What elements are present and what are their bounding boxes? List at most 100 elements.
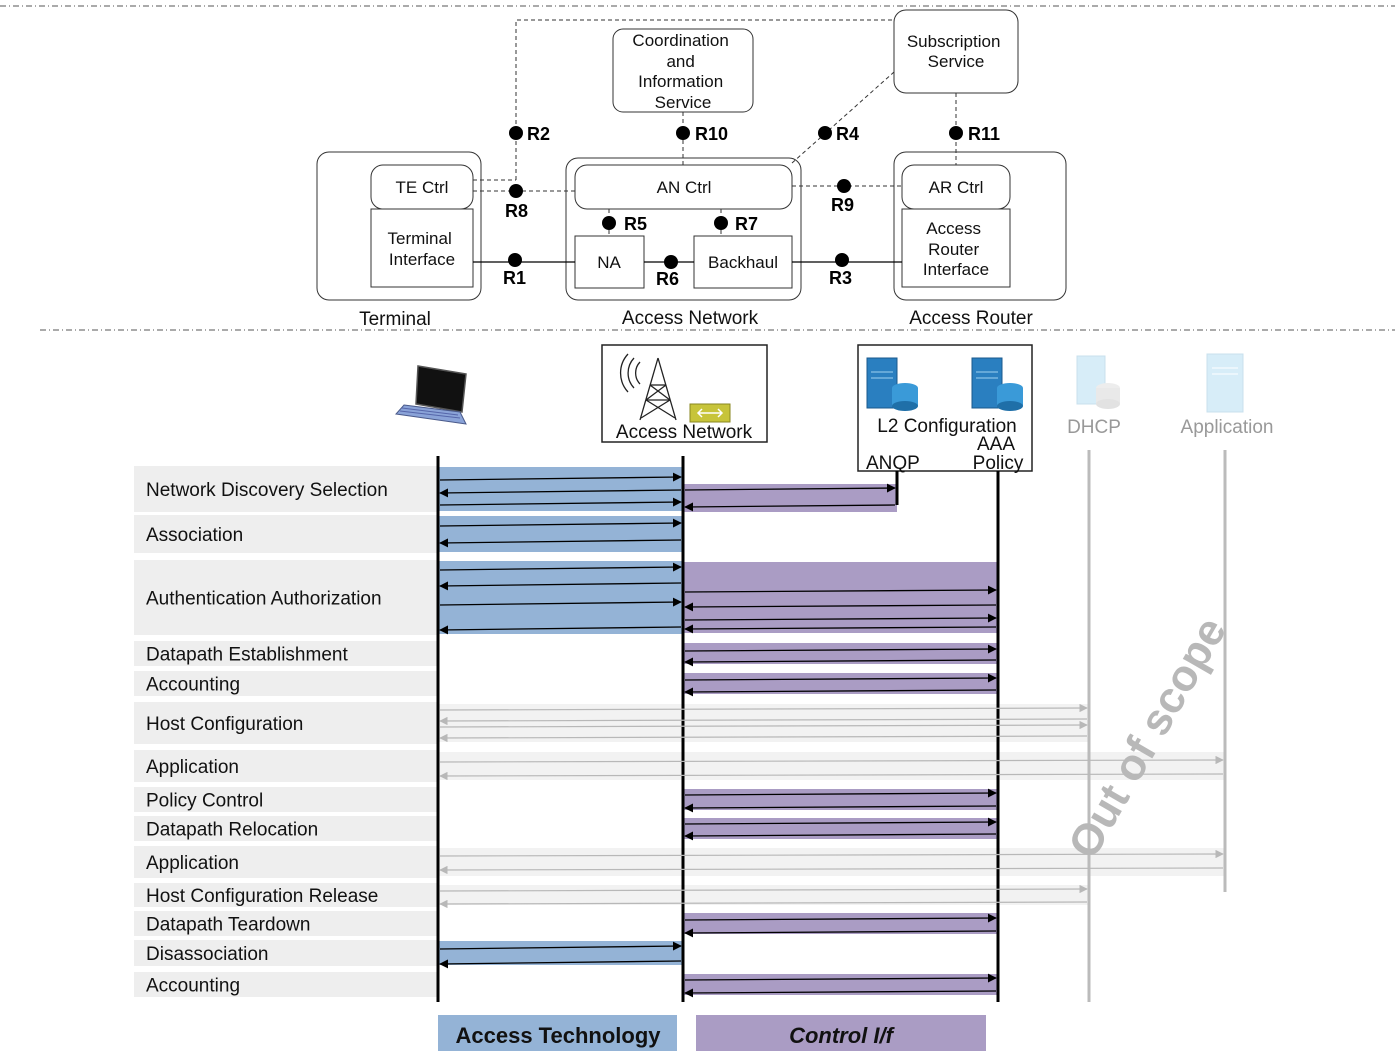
row-label: Host Configuration Release <box>146 886 378 907</box>
svg-text:R8: R8 <box>505 201 528 221</box>
message-arrow <box>439 597 682 607</box>
row-label-bg <box>134 940 438 966</box>
out-of-scope-arrow <box>439 771 1224 781</box>
svg-text:R6: R6 <box>656 269 679 289</box>
r2-point: R2 <box>509 124 550 144</box>
row-label-bg <box>134 750 438 782</box>
out-of-scope-arrow <box>439 716 1088 726</box>
policy-label: Policy <box>973 453 1024 474</box>
message-arrow <box>439 581 682 591</box>
message-arrow <box>684 913 997 923</box>
terminal-group-label: Terminal <box>359 309 431 330</box>
terminal-interface-box <box>370 208 474 288</box>
message-arrow <box>684 973 997 983</box>
row-label: Disassociation <box>146 944 269 965</box>
access-network-entity-box <box>601 344 768 443</box>
message-arrow <box>439 518 682 528</box>
row-label-bg <box>134 560 438 635</box>
row-label-bg <box>134 702 438 744</box>
row-label: Network Discovery Selection <box>146 480 388 501</box>
out-of-scope-arrow <box>439 733 1088 743</box>
message-arrow <box>684 624 997 634</box>
ar-ctrl-label: AR Ctrl <box>929 178 984 197</box>
message-arrow <box>684 613 997 623</box>
na-label: NA <box>597 253 621 272</box>
out-of-scope-arrow <box>439 703 1088 713</box>
terminal-interface-label: Terminal Interface <box>388 229 457 269</box>
message-arrow <box>684 788 997 798</box>
legend-control-if-label: Control I/f <box>789 1023 896 1048</box>
row-label: Host Configuration <box>146 714 303 735</box>
message-arrow <box>684 928 997 938</box>
laptop-icon <box>395 365 467 425</box>
aaa-label: AAA <box>977 434 1015 455</box>
out-of-scope-band <box>438 704 1089 742</box>
legend-control-if-swatch <box>696 1015 986 1051</box>
access-network-entity-label: Access Network <box>616 422 753 443</box>
row-labels: Network Discovery SelectionAssociationAu… <box>146 480 388 997</box>
row-label-bg <box>134 787 438 812</box>
radio-tower-icon <box>619 353 677 421</box>
row-label-bg <box>134 972 438 997</box>
svg-text:R7: R7 <box>735 214 758 234</box>
switch-icon <box>689 403 731 423</box>
message-arrow <box>684 803 997 813</box>
application-entity-label: Application <box>1181 417 1274 438</box>
row-label: Datapath Relocation <box>146 820 318 841</box>
r7-point: R7 <box>714 214 758 234</box>
message-arrow <box>684 502 896 512</box>
out-of-scope-band <box>438 848 1225 876</box>
r11-point: R11 <box>949 124 1000 144</box>
message-arrow <box>439 472 682 482</box>
legend-access-technology-swatch <box>438 1015 677 1051</box>
row-label-bg <box>134 846 438 878</box>
out-of-scope-arrow <box>439 849 1224 859</box>
row-label-bg <box>134 671 438 696</box>
row-label: Authentication Authorization <box>146 589 382 610</box>
dhcp-server-icon <box>1076 355 1120 409</box>
control-if-band <box>683 562 998 633</box>
anqp-server-icon <box>866 357 918 411</box>
row-label-bg <box>134 641 438 666</box>
message-arrow <box>684 483 896 493</box>
row-label: Datapath Teardown <box>146 915 310 936</box>
message-arrow <box>439 562 682 572</box>
legend-access-technology-label: Access Technology <box>456 1023 662 1048</box>
message-arrow <box>684 673 997 683</box>
r9-point: R9 <box>831 179 854 215</box>
access-technology-band <box>438 516 683 552</box>
svg-text:R9: R9 <box>831 195 854 215</box>
r3-point: R3 <box>829 253 852 288</box>
te-ctrl-label: TE Ctrl <box>396 178 449 197</box>
access-router-group <box>893 151 1067 301</box>
out-of-scope-arrow <box>439 720 1088 730</box>
message-arrow <box>439 959 682 969</box>
control-if-band <box>683 643 998 664</box>
message-arrow <box>684 657 997 667</box>
message-arrow <box>684 602 997 612</box>
dhcp-label: DHCP <box>1067 417 1121 438</box>
message-arrow <box>684 831 997 841</box>
row-label-bg <box>134 466 438 512</box>
message-arrow <box>439 488 682 498</box>
message-arrow <box>439 941 682 951</box>
control-links <box>473 19 957 236</box>
row-arrows <box>439 472 1224 998</box>
svg-text:R11: R11 <box>968 124 1000 144</box>
message-arrow <box>684 988 997 998</box>
coordination-service-label: Coordination and Information Service <box>632 31 733 112</box>
message-arrow <box>439 538 682 548</box>
message-arrow <box>439 625 682 635</box>
anqp-label: ANQP <box>866 453 920 474</box>
r6-point: R6 <box>656 255 679 289</box>
out-of-scope-arrow <box>439 884 1088 894</box>
row-label: Application <box>146 853 239 874</box>
aaa-server-icon <box>971 357 1023 411</box>
svg-text:R4: R4 <box>836 124 859 144</box>
out-of-scope-arrow <box>439 755 1224 765</box>
out-of-scope-arrow <box>439 899 1088 909</box>
message-arrow <box>684 644 997 654</box>
row-backgrounds <box>134 466 1225 997</box>
svg-text:R3: R3 <box>829 268 852 288</box>
